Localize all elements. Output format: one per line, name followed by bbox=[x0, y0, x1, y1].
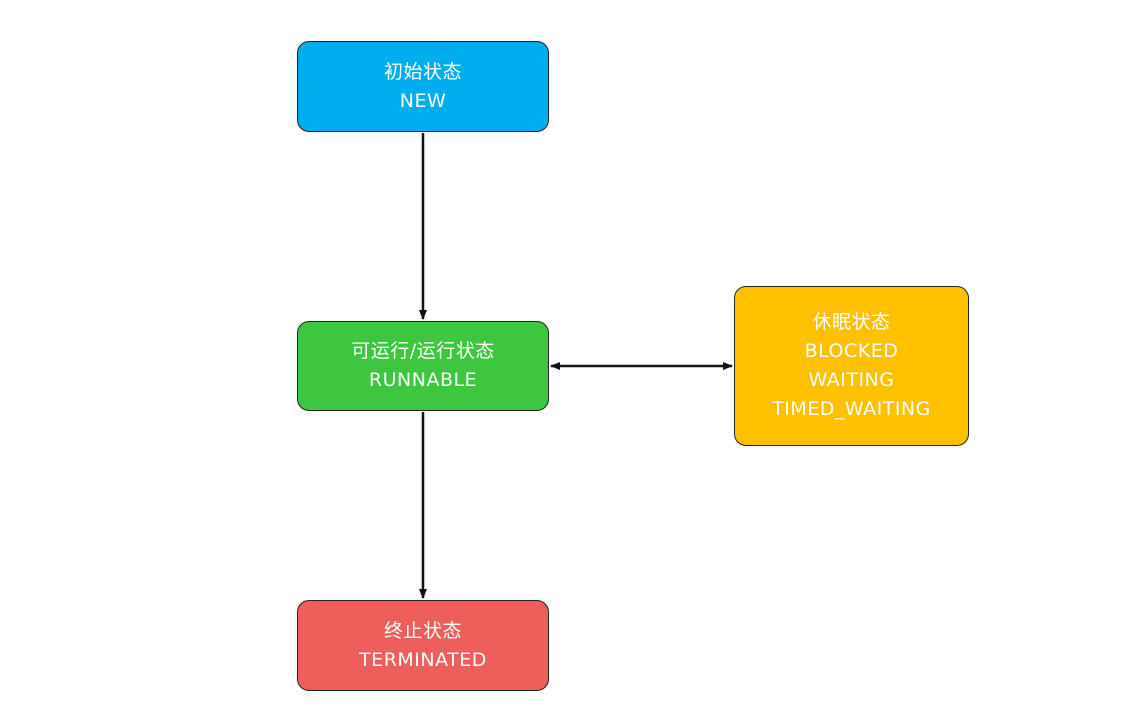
node-terminated-zh-label: 终止状态 bbox=[383, 619, 462, 642]
node-new-state: 初始状态 NEW bbox=[297, 41, 549, 132]
node-terminated-en-label: TERMINATED bbox=[359, 648, 487, 671]
node-sleep-blocked-label: BLOCKED bbox=[804, 340, 899, 362]
node-sleep-zh-label: 休眠状态 bbox=[812, 311, 891, 333]
node-sleep-timed-waiting-label: TIMED_WAITING bbox=[772, 398, 931, 420]
node-terminated-state: 终止状态 TERMINATED bbox=[297, 600, 549, 691]
node-runnable-state: 可运行/运行状态 RUNNABLE bbox=[297, 321, 549, 411]
node-sleep-state: 休眠状态 BLOCKED WAITING TIMED_WAITING bbox=[734, 286, 969, 446]
node-sleep-waiting-label: WAITING bbox=[808, 369, 895, 391]
node-runnable-en-label: RUNNABLE bbox=[368, 369, 478, 391]
node-runnable-zh-label: 可运行/运行状态 bbox=[351, 340, 495, 362]
node-new-en-label: NEW bbox=[399, 89, 447, 112]
node-new-zh-label: 初始状态 bbox=[383, 60, 462, 83]
